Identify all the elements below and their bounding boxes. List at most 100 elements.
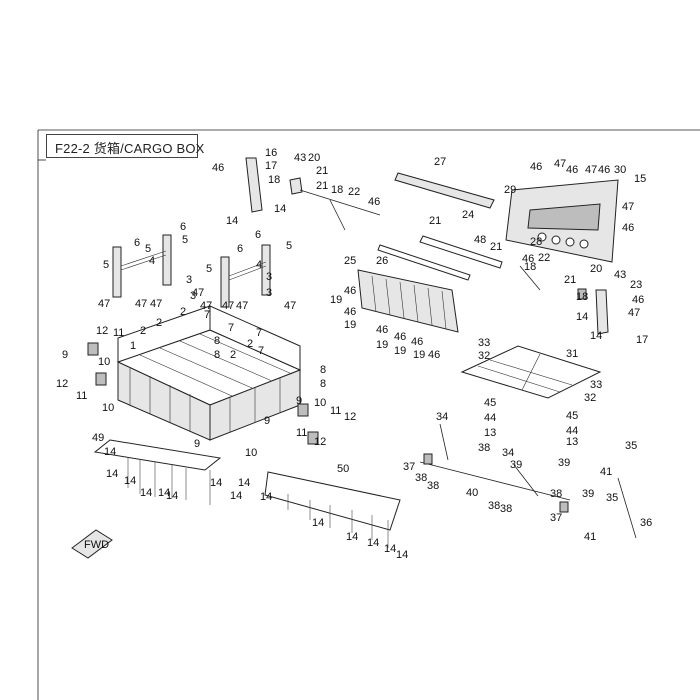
bracket-left-2 [162,234,172,286]
callout-46c: 46 [522,253,534,265]
hinge-bracket-right [595,289,609,335]
callout-44b: 44 [566,425,578,437]
tailgate-29 [505,179,619,263]
callout-16: 16 [265,147,277,159]
callout-labels: 46 16 17 18 43 20 21 21 18 22 46 14 14 2… [56,147,652,561]
callout-19d: 19 [394,345,406,357]
callout-39c: 39 [582,488,594,500]
callout-29: 29 [504,184,516,196]
callout-14e: 14 [104,446,116,458]
callout-6b: 6 [134,237,140,249]
callout-49: 49 [92,432,104,444]
callout-15: 15 [634,173,646,185]
callout-47i: 47 [200,300,212,312]
callout-12c: 12 [344,411,356,423]
callout-19b: 19 [344,319,356,331]
callout-14b: 14 [226,215,238,227]
callout-14k: 14 [210,477,222,489]
callout-5: 5 [182,234,188,246]
hinge-bracket-16 [245,157,263,213]
callout-4b: 4 [256,259,262,271]
callout-46h: 46 [344,285,356,297]
callout-8b: 8 [214,349,220,361]
callout-38: 38 [478,442,490,454]
callout-27: 27 [434,156,446,168]
callout-37b: 37 [550,512,562,524]
callout-3c: 3 [266,271,272,283]
callout-14g: 14 [124,475,136,487]
callout-46k: 46 [394,331,406,343]
callout-14s: 14 [396,549,408,561]
callout-14h: 14 [140,487,152,499]
callout-46j: 46 [376,324,388,336]
diagram-title-box: F22-2 货箱/CARGO BOX [46,134,204,158]
callout-12b: 12 [56,378,68,390]
callout-18c: 18 [524,261,536,273]
callout-5c: 5 [103,259,109,271]
callout-11: 11 [113,327,124,339]
callout-45b: 45 [566,410,578,422]
callout-2b: 2 [180,306,186,318]
callout-22: 22 [348,186,360,198]
callout-8c: 8 [320,364,326,376]
callout-7c: 7 [256,327,262,339]
callout-9c: 9 [264,415,270,427]
callout-18d: 18 [576,291,588,303]
callout-21b: 21 [316,180,328,192]
callout-18: 18 [268,174,280,186]
callout-25: 25 [344,255,356,267]
callout-14r: 14 [384,543,396,555]
callout-9: 9 [62,349,68,361]
callout-2c: 2 [140,325,146,337]
callout-28: 28 [530,236,542,248]
callout-41b: 41 [584,531,596,543]
clamp-37 [423,453,433,465]
callout-14q: 14 [367,537,379,549]
callout-8d: 8 [320,378,326,390]
callout-3d: 3 [266,287,272,299]
callout-10d: 10 [245,447,257,459]
rails-top [377,172,503,281]
callout-19c: 19 [376,339,388,351]
callout-35b: 35 [606,492,618,504]
bolt-leaders [127,458,389,548]
callout-44: 44 [484,412,496,424]
callout-21e: 21 [564,274,576,286]
callout-21d: 21 [490,241,502,253]
callout-14f: 14 [106,468,118,480]
callout-21: 21 [316,165,328,177]
rod-34 [439,423,449,461]
callout-3b: 3 [190,290,196,302]
diagram-title: F22-2 货箱/CARGO BOX [55,141,205,156]
grille-outer [357,269,459,333]
callout-36: 36 [640,517,652,529]
callout-38c: 38 [427,480,439,492]
callout-47g: 47 [150,298,162,310]
callout-47: 47 [554,158,566,170]
bracket-mid-2 [261,244,271,296]
bracket-mid [220,256,230,308]
callout-10c: 10 [314,397,326,409]
callout-11d: 11 [296,427,307,439]
grille-panel-25 [357,269,459,333]
callout-47l: 47 [284,300,296,312]
callout-12: 12 [96,325,108,337]
bracket-left [112,246,122,298]
callout-13b: 13 [566,436,578,448]
callout-38f: 38 [550,488,562,500]
callout-11c: 11 [330,405,341,417]
callout-43: 43 [614,269,626,281]
callout-47b: 47 [585,164,597,176]
callout-37: 37 [403,461,415,473]
clamp-37-b [559,501,569,513]
mount-right-top [297,403,309,417]
callout-9d: 9 [194,438,200,450]
tie-down-brackets [112,234,271,308]
callout-46e: 46 [566,164,578,176]
callout-38e: 38 [500,503,512,515]
callout-3: 3 [186,274,192,286]
callout-14i: 14 [158,487,170,499]
support-frame-31 [460,345,602,399]
